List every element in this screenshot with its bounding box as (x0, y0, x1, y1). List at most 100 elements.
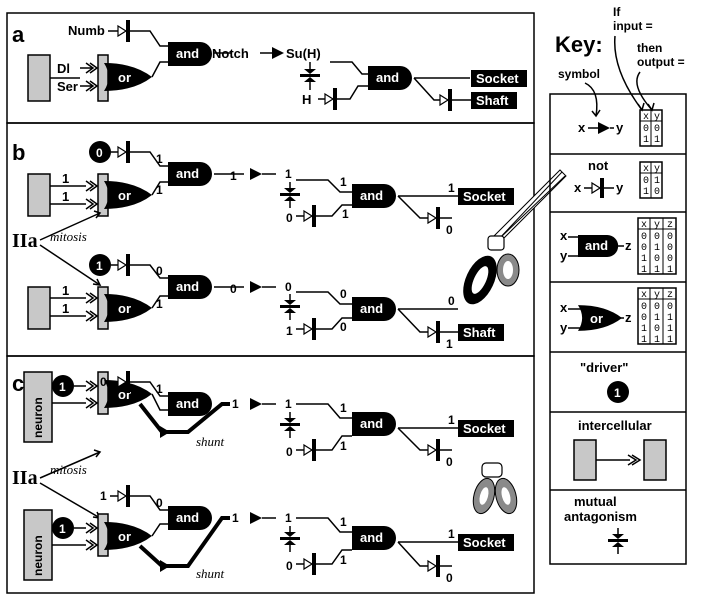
cell: 0 (667, 254, 673, 265)
val-b16: 0 (285, 280, 292, 294)
output-shaft-a-label: Shaft (476, 93, 509, 108)
cell: 0 (654, 254, 660, 265)
mutual-antagonism-a (300, 74, 320, 77)
shunt-path-c2 (138, 516, 230, 568)
output-socket-c1 (458, 420, 514, 437)
driver-0-label: 0 (96, 146, 103, 160)
val-c9: 0 (446, 455, 453, 469)
shunt-label-c2: shunt (196, 566, 225, 581)
key-output-eq: output = (637, 55, 685, 69)
key-and-table: x y z 0 0 0 0 1 0 1 0 0 1 1 1 (637, 217, 677, 276)
key-mutual-label: mutual (574, 494, 617, 509)
cell: 1 (641, 254, 647, 265)
and-gate-c4-label: and (360, 530, 383, 545)
key-mutual-antagonism-symbol (608, 539, 628, 542)
label-h: H (302, 92, 311, 107)
val-c1: 0 (100, 375, 107, 389)
cell: 1 (654, 135, 660, 146)
driver-1-label: 1 (96, 259, 103, 273)
key-frame (549, 93, 687, 565)
key-intercellular-label: intercellular (578, 418, 652, 433)
val-c17: 1 (448, 527, 455, 541)
arrow-ser (80, 80, 99, 92)
or-gate-label: or (118, 70, 131, 85)
val-c2: 1 (156, 382, 163, 396)
val-b12: 1 (62, 301, 69, 316)
and-gate-b1-label: and (176, 166, 199, 181)
val-b17: 1 (286, 324, 293, 338)
key-not-table: x y 0 1 1 0 (639, 161, 663, 199)
cell: 1 (641, 265, 647, 276)
cell: 0 (654, 324, 660, 335)
val-b1a: 1 (62, 171, 69, 186)
val-c3: 1 (232, 397, 239, 411)
and-gate-c1-label: and (176, 396, 199, 411)
label-suh: Su(H) (286, 46, 321, 61)
cell: 1 (643, 187, 649, 198)
output-shaft-b (458, 324, 504, 341)
key-not-x: x (574, 180, 582, 195)
cell: 1 (641, 335, 647, 346)
mutual-antagonism-b1 (280, 193, 300, 196)
and-gate-2-label: and (376, 70, 399, 85)
key-symbol-x: x (578, 120, 586, 135)
key-driver-circle (607, 381, 629, 403)
cell: 0 (641, 302, 647, 313)
key-and-x: x (560, 228, 568, 243)
cell: 0 (654, 124, 660, 135)
val-b6: 0 (286, 211, 293, 225)
key-title: Key: (555, 32, 603, 57)
key-driver-label: "driver" (580, 360, 628, 375)
cell: y (654, 112, 660, 123)
val-c6: 1 (340, 439, 347, 453)
neuron-cell-1 (23, 371, 53, 443)
output-socket-c1-label: Socket (463, 421, 506, 436)
shunt-label-c1: shunt (196, 434, 225, 449)
val-b1b: 1 (62, 189, 69, 204)
scissors-icon (463, 169, 567, 305)
output-socket-c2-label: Socket (463, 535, 506, 550)
val-c12: 1 (232, 511, 239, 525)
val-c10: 1 (100, 489, 107, 503)
neuron-label-1: neuron (31, 397, 45, 438)
closed-scissors-icon (472, 462, 518, 515)
cell: 0 (643, 124, 649, 135)
cell-right (97, 54, 109, 102)
cell-b1 (27, 173, 51, 217)
key-not-y: y (616, 180, 624, 195)
key-input-eq: input = (613, 19, 653, 33)
val-c5: 0 (286, 445, 293, 459)
or-gate-b1-label: or (118, 188, 131, 203)
mutual-antagonism-b2 (280, 305, 300, 308)
key-not-label: not (588, 158, 609, 173)
cell: y (654, 220, 660, 231)
key-then: then (637, 41, 662, 55)
key-or-x: x (560, 300, 568, 315)
val-c18: 0 (446, 571, 453, 585)
cell: 1 (667, 335, 673, 346)
cell: 0 (641, 313, 647, 324)
key-or-label: or (590, 311, 603, 326)
key-or-y: y (560, 320, 568, 335)
key-and-y: y (560, 248, 568, 263)
cell: z (667, 290, 673, 301)
driver-0 (89, 141, 111, 163)
panel-c: neuron 1 or 0 1 and shunt 1 1 0 (12, 371, 518, 585)
key-and-label: and (585, 238, 608, 253)
val-c11: 0 (156, 496, 163, 510)
label-mitosis-c: mitosis (50, 462, 87, 477)
cell-left (27, 54, 51, 102)
neuron-label-2: neuron (31, 535, 45, 576)
or-gate-b2-label: or (118, 301, 131, 316)
cell: 1 (654, 265, 660, 276)
cell-b2 (27, 286, 51, 330)
panel-a: Dl Ser or Numb and Notch Su(H) H and (27, 20, 527, 111)
and-gate-b3-label: and (176, 279, 199, 294)
label-dl: Dl (57, 61, 70, 76)
label-iia-c: IIa (12, 467, 38, 489)
cell: 0 (641, 243, 647, 254)
panel-b: 1 1 or 0 1 1 and 1 1 0 1 1 (12, 141, 567, 351)
panel-label-a: a (12, 22, 25, 47)
key-cell-left (573, 439, 597, 481)
neuron-cell-2 (23, 509, 53, 581)
